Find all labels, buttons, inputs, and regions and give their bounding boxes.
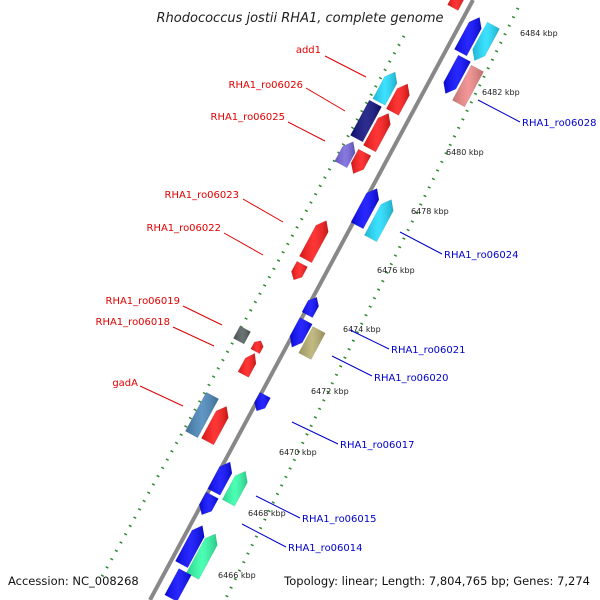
label-leader [399, 231, 443, 255]
label-leader [349, 329, 390, 350]
label-leader [477, 99, 521, 123]
gene-feature-shade [372, 72, 397, 106]
gene-feature-shade [298, 326, 326, 360]
gene-feature-shade [472, 22, 500, 61]
gene-feature-shade [350, 100, 382, 142]
gene-feature-shade [233, 326, 251, 344]
gene-feature-shade [238, 353, 256, 378]
tick-label: 6474 kbp [343, 325, 381, 334]
gene-label[interactable]: RHA1_ro06024 [444, 250, 519, 261]
gene-label[interactable]: RHA1_ro06028 [522, 118, 597, 129]
gene-feature-shade [175, 525, 205, 568]
label-leader [172, 326, 215, 347]
gene-label[interactable]: RHA1_ro06015 [302, 514, 377, 525]
gene-label[interactable]: gadA [112, 378, 138, 389]
gene-feature-shade [291, 261, 308, 280]
gene-feature-shade [364, 199, 394, 242]
gene-feature-shade [363, 113, 391, 152]
gene-label[interactable]: RHA1_ro06017 [340, 440, 415, 451]
tick-label: 6478 kbp [411, 207, 449, 216]
label-leader [305, 87, 346, 112]
label-leader [242, 198, 284, 223]
tick-label: 6484 kbp [520, 29, 558, 38]
gene-feature-shade [443, 55, 471, 94]
topology-text: Topology: linear; Length: 7,804,765 bp; … [283, 574, 590, 588]
gene-label[interactable]: RHA1_ro06022 [147, 223, 222, 234]
gene-feature-shade [386, 83, 410, 116]
label-leader [255, 495, 301, 519]
gene-feature-shade [250, 340, 264, 354]
gene-feature-shade [207, 462, 232, 496]
label-leader [291, 421, 339, 445]
gene-label[interactable]: RHA1_ro06023 [165, 190, 240, 201]
accession-text: Accession: NC_008268 [8, 574, 139, 588]
tick-label: 6472 kbp [311, 387, 349, 396]
gene-label[interactable]: RHA1_ro06019 [106, 296, 181, 307]
label-leader [182, 305, 223, 326]
gene-feature-shade [164, 568, 192, 600]
gene-label[interactable]: RHA1_ro06020 [374, 373, 449, 384]
gene-feature-shade [222, 471, 248, 507]
gene-label[interactable]: add1 [296, 45, 321, 56]
gene-feature-shade [334, 141, 356, 168]
gene-label[interactable]: RHA1_ro06018 [96, 317, 171, 328]
gene-feature-shade [452, 65, 484, 107]
gene-feature-shade [299, 220, 329, 263]
gene-label[interactable]: RHA1_ro06025 [211, 112, 286, 123]
tick-label: 6468 kbp [248, 509, 286, 518]
gene-feature-shade [302, 297, 319, 318]
gene-features [164, 0, 500, 600]
tick-label: 6476 kbp [377, 266, 415, 275]
tick-label: 6466 kbp [218, 571, 256, 580]
gene-feature-shade [350, 188, 379, 229]
gene-feature-shade [351, 149, 371, 174]
label-leader [139, 385, 184, 407]
label-leader [241, 523, 287, 548]
label-leader [324, 55, 367, 78]
gene-feature-shade [199, 492, 219, 515]
gene-feature-shade [201, 406, 229, 445]
gene-feature-shade [454, 17, 482, 56]
label-leader [287, 121, 326, 142]
genome-title: Rhodococcus jostii RHA1, complete genome [157, 11, 444, 26]
gene-feature-shade [447, 0, 464, 11]
gene-label[interactable]: RHA1_ro06021 [391, 345, 466, 356]
gene-label[interactable]: RHA1_ro06014 [288, 543, 363, 554]
gene-feature-shade [186, 533, 218, 580]
gene-label[interactable]: RHA1_ro06026 [229, 80, 304, 91]
gene-feature-shade [185, 392, 219, 438]
gene-feature-shade [290, 317, 313, 348]
label-leader [331, 355, 373, 377]
gene-feature-shade [254, 392, 271, 411]
label-leader [223, 232, 264, 256]
tick-label: 6480 kbp [446, 148, 484, 157]
tick-label: 6482 kbp [482, 88, 520, 97]
tick-label: 6470 kbp [279, 448, 317, 457]
